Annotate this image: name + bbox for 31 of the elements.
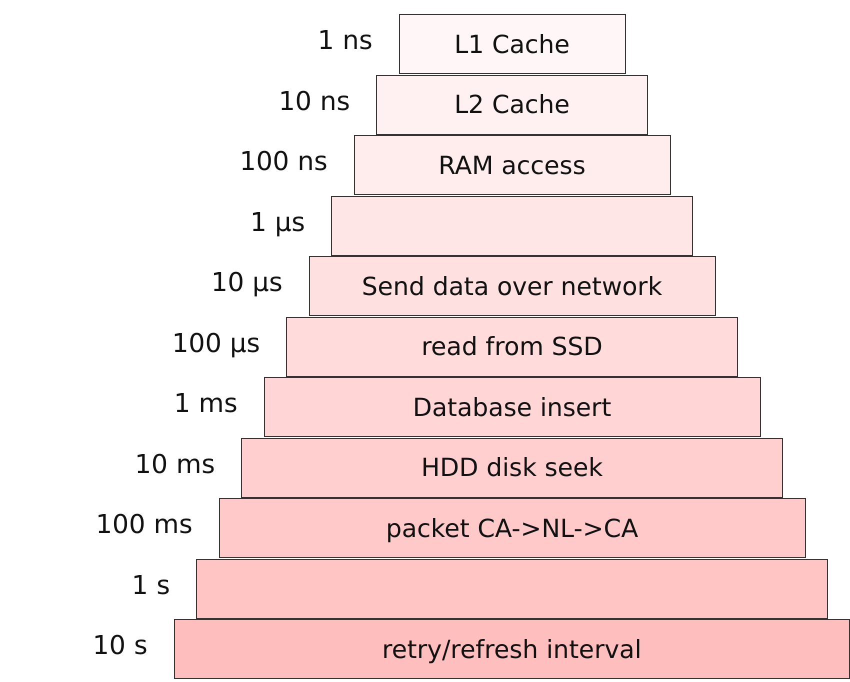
- latency-label: 10 ns: [278, 86, 350, 116]
- latency-bar: [264, 377, 760, 437]
- latency-bar: [174, 619, 850, 679]
- bar-label: Send data over network: [362, 272, 662, 300]
- latency-label: 1 ms: [174, 389, 238, 419]
- bar-label: read from SSD: [421, 332, 603, 361]
- latency-label: 10 µs: [211, 268, 282, 298]
- bar-label: packet CA->NL->CA: [386, 514, 638, 542]
- latency-label: 100 µs: [172, 328, 260, 358]
- latency-bar: [308, 256, 716, 316]
- bar-label: L2 Cache: [454, 90, 570, 119]
- bar-label: HDD disk seek: [421, 453, 603, 482]
- latency-label: 1 µs: [250, 208, 305, 238]
- bar-label: L1 Cache: [454, 30, 570, 58]
- latency-bar: [218, 498, 806, 558]
- latency-bar: [398, 14, 626, 74]
- latency-bar: [331, 196, 693, 256]
- latency-bar: [376, 74, 648, 134]
- latency-label: 1 ns: [318, 26, 372, 56]
- latency-bar: [286, 316, 738, 376]
- latency-bar: [354, 135, 670, 195]
- latency-label: 100 ms: [96, 510, 192, 540]
- latency-bar: [196, 558, 828, 618]
- latency-label: 1 s: [132, 570, 170, 600]
- bar-label: retry/refresh interval: [382, 634, 642, 664]
- latency-label: 10 ms: [134, 450, 215, 480]
- latency-bar: [241, 438, 783, 498]
- bar-label: Database insert: [412, 392, 612, 422]
- latency-label: 100 ns: [240, 147, 328, 177]
- bar-label: RAM access: [438, 150, 586, 180]
- latency-label: 10 s: [92, 631, 148, 661]
